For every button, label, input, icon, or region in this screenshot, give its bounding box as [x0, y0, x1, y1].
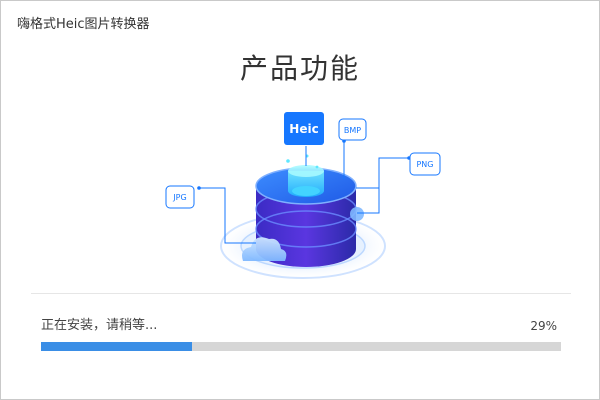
connector-png: [357, 157, 409, 214]
heic-badge: Heic: [284, 112, 324, 145]
jpg-label: JPG: [172, 193, 186, 202]
progress-percent: 29%: [530, 319, 557, 333]
divider: [31, 293, 571, 294]
conversion-illustration: Heic BMP PNG JPG: [165, 112, 441, 279]
connector-jpg: [199, 187, 256, 244]
jpg-badge: JPG: [165, 185, 195, 209]
sparkle-3: [315, 165, 319, 169]
bubble: [350, 207, 364, 221]
install-status: 正在安装，请稍等...: [41, 318, 158, 333]
heic-label: Heic: [289, 122, 318, 136]
png-label: PNG: [416, 160, 433, 169]
arrow-jpg: [197, 186, 201, 190]
progress-fill: [41, 342, 192, 351]
cylinder-band-2: [255, 210, 357, 248]
png-badge: PNG: [409, 152, 441, 176]
core-top: [288, 165, 324, 177]
bmp-label: BMP: [344, 126, 361, 135]
title-bar[interactable]: 嗨格式Heic图片转换器: [1, 1, 599, 41]
core-hole: [292, 186, 320, 196]
sparkle-1: [286, 159, 290, 163]
app-title: 嗨格式Heic图片转换器: [17, 17, 150, 32]
bmp-badge: BMP: [338, 118, 367, 141]
progress-bar: [41, 342, 561, 351]
page-title: 产品功能: [239, 52, 360, 85]
